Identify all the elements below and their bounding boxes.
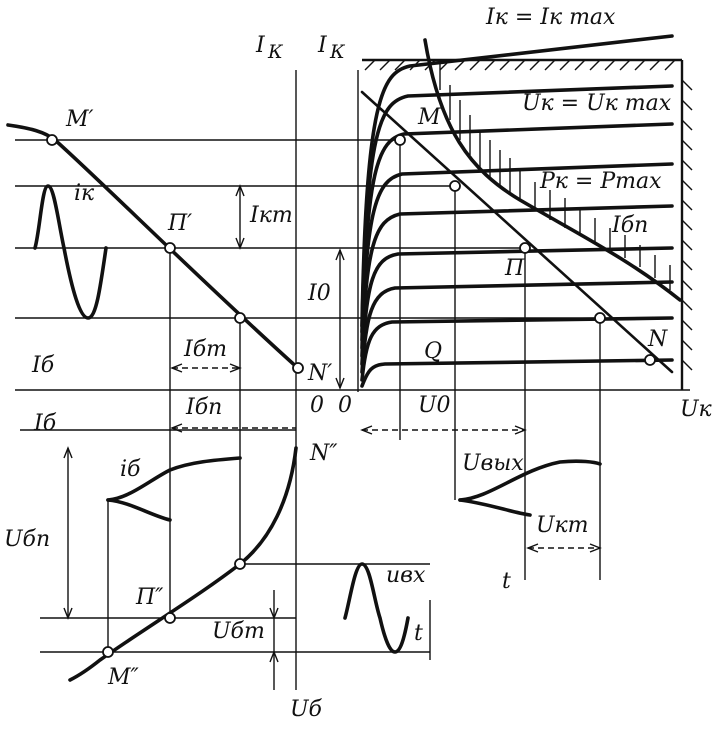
- point-P2: [164, 612, 176, 624]
- point-M1: [46, 134, 58, 146]
- point-N: [644, 354, 656, 366]
- ik-waveform: [33, 184, 108, 320]
- label-ubn: Uбп: [4, 527, 50, 552]
- label-ik-right-sub: К: [329, 41, 346, 63]
- label-point-N1: N′: [307, 361, 332, 386]
- label-ikm: Iкm: [249, 203, 293, 228]
- label-point-Q: Q: [424, 339, 442, 364]
- label-i0: I0: [307, 281, 331, 306]
- label-point-P1: П′: [167, 211, 192, 236]
- point-M: [394, 134, 406, 146]
- label-ik-right: I: [317, 33, 328, 58]
- label-ib-small: iб: [120, 457, 141, 482]
- label-t-left: t: [414, 621, 423, 646]
- input-characteristic: [68, 446, 298, 682]
- label-ibn: Iбп: [185, 395, 222, 420]
- label-t-right: t: [502, 569, 511, 594]
- point-Q-out: [594, 312, 606, 324]
- label-point-N2: N″: [309, 441, 338, 466]
- point-N2-low: [234, 558, 246, 570]
- label-point-P2: П″: [135, 585, 164, 610]
- output-characteristics: [360, 34, 674, 388]
- point-M2: [102, 646, 114, 658]
- label-point-M2: M″: [107, 665, 140, 690]
- label-point-M: M: [417, 105, 441, 130]
- transfer-curve-ik-ib: [6, 123, 302, 372]
- label-ib-axis: Iб: [31, 353, 55, 378]
- ik-max-hatch: [364, 59, 676, 71]
- point-P: [519, 242, 531, 254]
- label-zero-right: 0: [338, 393, 352, 418]
- label-ub-axis: Uб: [290, 697, 323, 722]
- label-point-M1: M′: [65, 107, 94, 132]
- point-M-mid: [449, 180, 461, 192]
- output-load-line: [360, 90, 674, 374]
- ib-waveform-top: [106, 456, 242, 502]
- label-ibm: Iбm: [183, 337, 227, 362]
- curve-ib-2: [360, 316, 674, 382]
- dimension-arrows: [63, 184, 602, 690]
- label-ik-left: I: [255, 33, 266, 58]
- uvyx-waveform-bottom: [458, 498, 532, 517]
- label-ik-max: Iк = Iк max: [485, 5, 616, 30]
- label-uvx: uвх: [386, 563, 426, 588]
- label-ubm: Uбm: [212, 619, 265, 644]
- curve-ib-1: [360, 358, 674, 388]
- point-Q1: [234, 312, 246, 324]
- uk-max-hatch: [681, 79, 693, 371]
- uvx-waveform: [343, 562, 410, 654]
- label-pk-max: Pк = Pmax: [539, 169, 662, 194]
- label-ukm: Uкm: [536, 513, 589, 538]
- label-uvyx: Uвых: [462, 451, 524, 476]
- label-ik-left-sub: К: [267, 41, 284, 63]
- label-point-P: П: [504, 256, 525, 281]
- point-N1: [292, 362, 304, 374]
- label-u0: U0: [418, 393, 451, 418]
- label-zero-left: 0: [310, 393, 324, 418]
- label-uk-max: Uк = Uк max: [522, 91, 672, 116]
- pk-max-hatch: [439, 60, 671, 290]
- label-ik-wave: iк: [74, 181, 95, 206]
- label-point-N: N: [647, 327, 668, 352]
- ib-waveform-bottom: [106, 498, 172, 522]
- label-ib-lower: Iб: [33, 411, 57, 436]
- point-P1: [164, 242, 176, 254]
- label-uk-axis: Uк: [680, 397, 713, 422]
- label-ib-n-top: Iбп: [611, 213, 648, 238]
- uvyx-waveform-top: [458, 459, 602, 502]
- curve-ib-3: [360, 280, 674, 374]
